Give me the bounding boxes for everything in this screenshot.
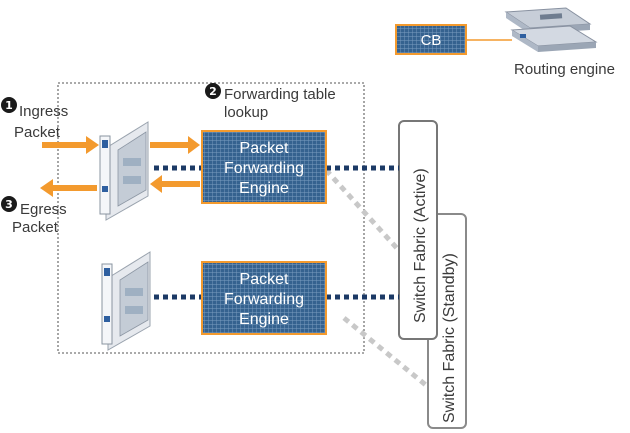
pfe-top: Packet Forwarding Engine: [201, 130, 327, 204]
ingress-arrow: [42, 136, 99, 154]
step-egress: 3 Egress Packet: [1, 196, 67, 236]
line-card-enclosure: [57, 82, 365, 354]
ingress-label-line2: Packet: [14, 124, 61, 141]
card-to-pfe-arrow: [150, 136, 200, 154]
line-card-icon-bottom: [101, 251, 151, 351]
pfe-top-line2: Forwarding: [224, 160, 304, 177]
egress-arrow: [40, 179, 97, 197]
step-1-number: 1: [5, 99, 13, 112]
switch-fabric-standby: Switch Fabric (Standby): [427, 213, 467, 429]
ingress-label-line1: Ingress: [19, 103, 68, 120]
switch-fabric-active-label: Switch Fabric (Active): [412, 168, 429, 323]
egress-label-line1: Egress: [20, 201, 67, 218]
pfe-top-line3: Engine: [239, 180, 289, 197]
standby-link-bottom: [342, 316, 440, 397]
pfe-bottom: Packet Forwarding Engine: [201, 261, 327, 335]
step-3-number: 3: [5, 198, 13, 211]
lookup-label-line2: lookup: [224, 104, 268, 121]
lookup-label-line1: Forwarding table: [224, 86, 336, 103]
step-lookup: 2 Forwarding table lookup: [205, 83, 336, 121]
control-board-label: CB: [421, 32, 442, 49]
switch-fabric-active: Switch Fabric (Active): [398, 120, 438, 340]
pfe-bottom-line1: Packet: [240, 271, 289, 288]
step-3-marker-icon: [1, 196, 17, 212]
step-ingress: 1 Ingress Packet: [1, 97, 68, 141]
line-card-icon-top: [99, 121, 149, 221]
pfe-bottom-line3: Engine: [239, 311, 289, 328]
control-board: CB: [395, 24, 467, 55]
pfe-to-card-arrow: [150, 175, 200, 193]
step-2-marker-icon: [205, 83, 221, 99]
switch-fabric-standby-label: Switch Fabric (Standby): [441, 253, 458, 423]
step-1-marker-icon: [1, 97, 17, 113]
step-2-number: 2: [209, 85, 217, 98]
routing-engine-icon: [504, 7, 598, 52]
egress-label-line2: Packet: [12, 219, 59, 236]
pfe-top-line1: Packet: [240, 140, 289, 157]
pfe-bottom-line2: Forwarding: [224, 291, 304, 308]
routing-engine-label: Routing engine: [514, 61, 615, 78]
